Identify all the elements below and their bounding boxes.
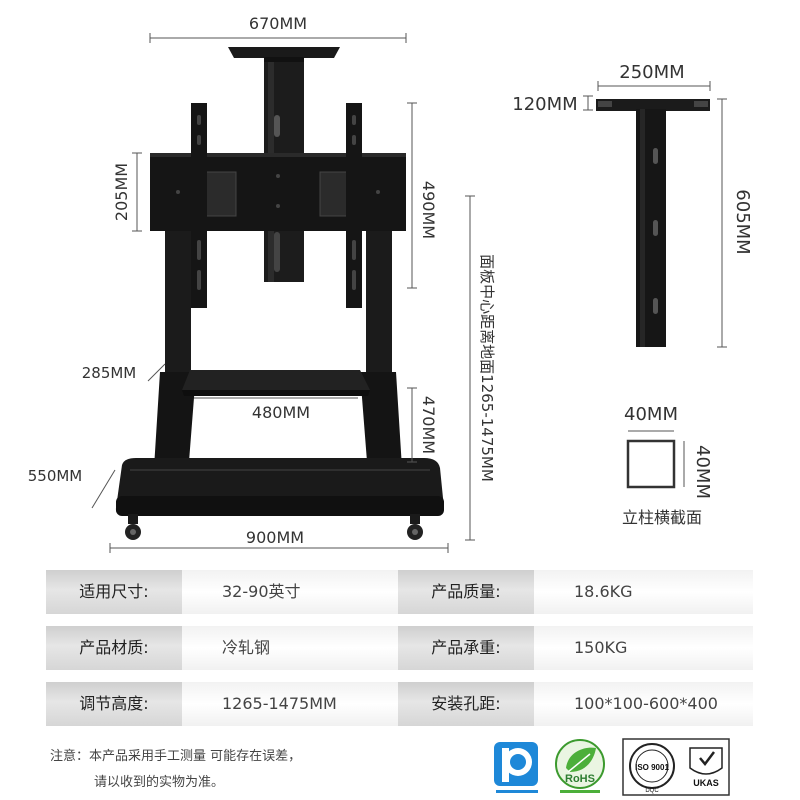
spec-label: 调节高度: (46, 682, 182, 726)
spec-label: 产品承重: (398, 626, 534, 670)
dim-top-width-label: 670MM (249, 14, 307, 33)
disclaimer-note-line2: 请以收到的实物为准。 (94, 775, 225, 790)
dim-base-depth-label: 550MM (28, 467, 83, 485)
spec-value: 1265-1475MM (182, 682, 398, 726)
section-caption: 立柱横截面 (622, 508, 702, 527)
product-dimension-drawing: 670MM 205MM 490MM 285MM 480MM 470MM 550M… (28, 14, 753, 553)
spec-value: 100*100-600*400 (534, 682, 753, 726)
dim-shelf-height-label: 470MM (419, 396, 438, 454)
center-height-label: 面板中心距离地面1265-1475MM (478, 254, 496, 482)
spec-value: 32-90英寸 (182, 570, 398, 614)
iso-badge-label: ISO 9001 (635, 763, 669, 772)
section-width-label: 40MM (624, 404, 678, 425)
top-bracket-depth-label: 120MM (512, 94, 577, 115)
spec-value: 150KG (534, 626, 753, 670)
spec-value: 18.6KG (534, 570, 753, 614)
dim-mount-height-label: 490MM (419, 181, 438, 239)
spec-row: 适用尺寸: 32-90英寸 产品质量: 18.6KG (46, 570, 753, 614)
spec-label: 适用尺寸: (46, 570, 182, 614)
spec-row: 产品材质: 冷轧钢 产品承重: 150KG (46, 626, 753, 670)
dqc-badge-label: DQC (645, 788, 659, 794)
rohs-badge-label: RoHS (565, 773, 595, 785)
rohs-certification-icon: RoHS (555, 739, 605, 793)
dim-shelf-depth-label: 285MM (82, 364, 137, 382)
spec-label: 产品材质: (46, 626, 182, 670)
spec-row: 调节高度: 1265-1475MM 安装孔距: 100*100-600*400 (46, 682, 753, 726)
tv-stand-illustration (115, 47, 445, 540)
iso-ukas-certification-icon: ISO 9001 DQC UKAS (622, 738, 730, 796)
column-cross-section-icon (626, 430, 685, 489)
section-height-label: 40MM (692, 445, 713, 499)
dim-panel-height-label: 205MM (112, 163, 131, 221)
top-bracket-height-label: 605MM (732, 189, 753, 254)
caster-wheel-icon (125, 514, 423, 540)
top-bracket-illustration (596, 99, 710, 347)
spec-value: 冷轧钢 (182, 626, 398, 670)
disclaimer-note-line1: 注意：本产品采用手工测量 可能存在误差， (50, 749, 302, 764)
ukas-badge-label: UKAS (693, 778, 719, 788)
patent-certification-icon (494, 742, 538, 793)
spec-label: 安装孔距: (398, 682, 534, 726)
top-bracket-width-label: 250MM (619, 62, 684, 83)
dim-base-width-label: 900MM (246, 528, 304, 547)
dim-shelf-width-label: 480MM (252, 403, 310, 422)
spec-label: 产品质量: (398, 570, 534, 614)
